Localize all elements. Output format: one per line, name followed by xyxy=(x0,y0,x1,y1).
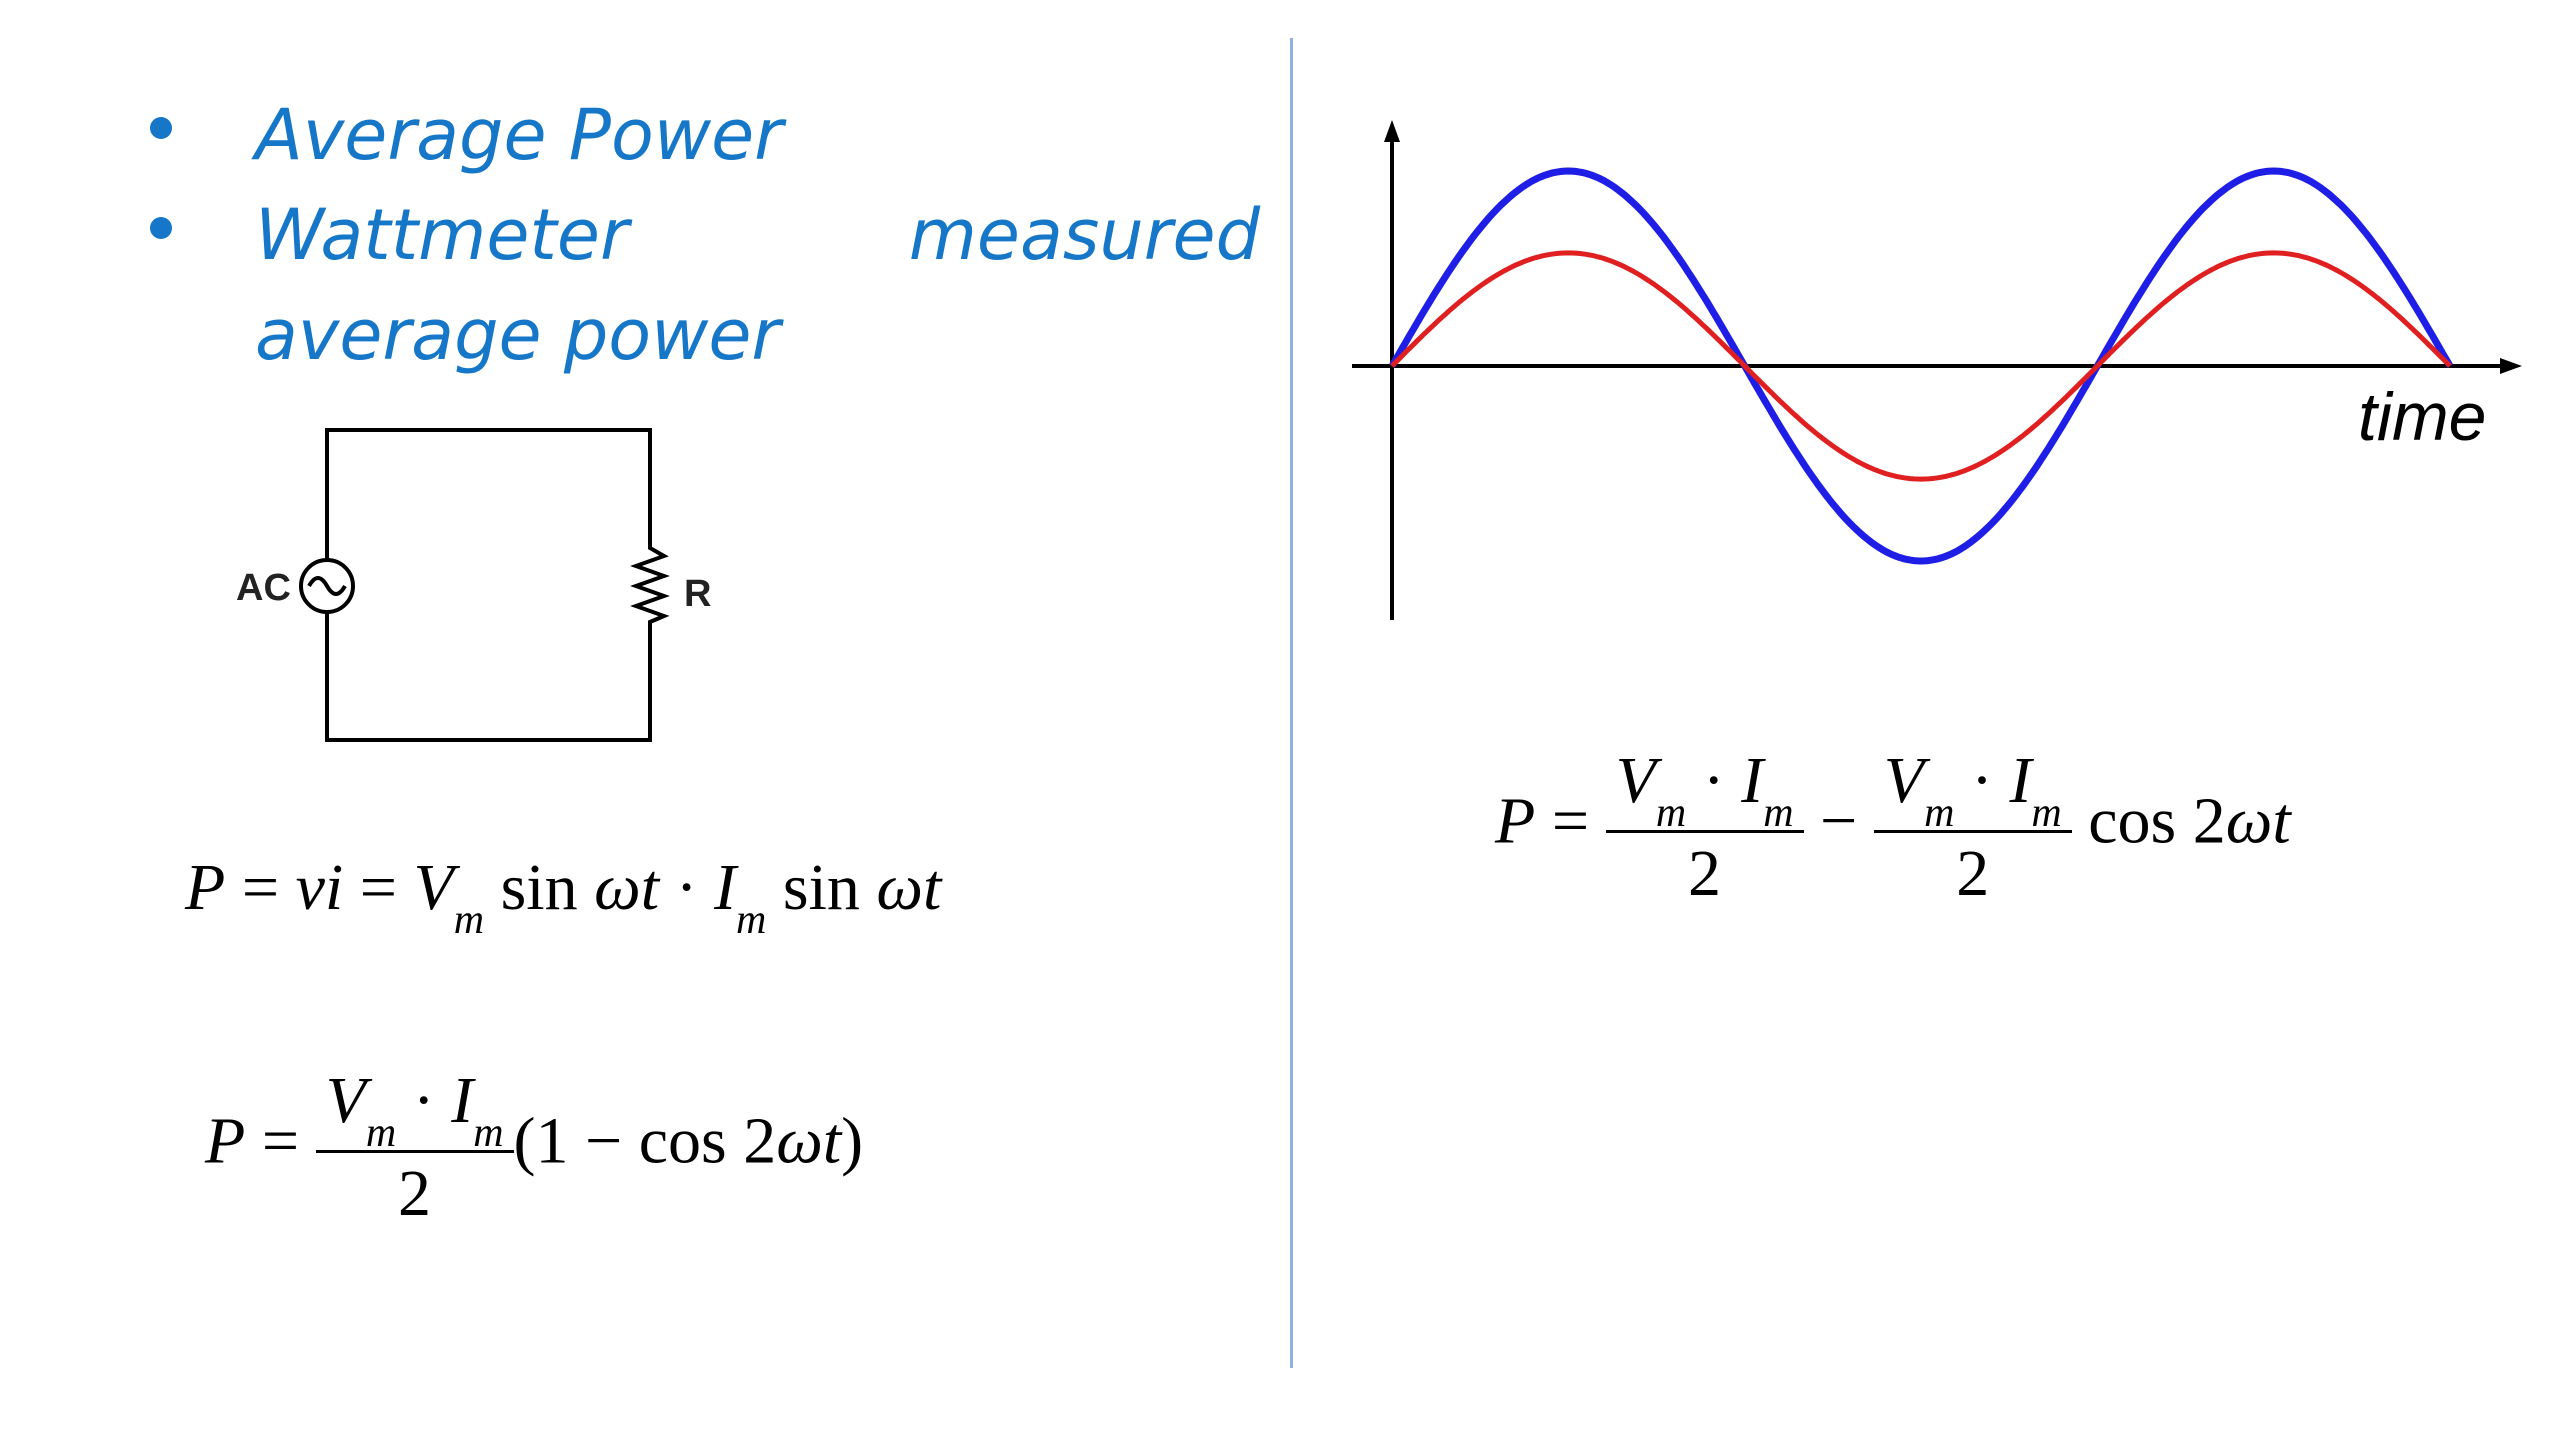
x-axis-label: time xyxy=(2358,379,2486,455)
eq-symbol: I xyxy=(714,851,737,924)
eq-operator: = xyxy=(245,1104,316,1178)
bullet-text-continued: average power xyxy=(255,294,781,376)
bullet-dot xyxy=(150,217,172,239)
current-wave xyxy=(1390,250,2452,482)
resistor-icon xyxy=(630,540,670,630)
circuit-diagram xyxy=(299,428,670,742)
bullet-text: Wattmeter xyxy=(255,194,629,276)
eq-subscript: m xyxy=(2031,790,2062,836)
eq-symbol: v xyxy=(295,851,325,924)
eq-symbol: i xyxy=(324,851,344,924)
y-axis-arrow-icon xyxy=(1384,120,1400,142)
eq-symbol: V xyxy=(325,1064,366,1137)
bullet-dot xyxy=(150,117,172,139)
eq-subscript: m xyxy=(1763,790,1794,836)
eq-operator: · xyxy=(1686,744,1742,817)
bullet-list: Average Power Wattmeter measured average… xyxy=(150,85,1260,376)
bullet-text-right: measured xyxy=(908,194,1260,276)
eq-subscript: m xyxy=(473,1110,504,1156)
eq-subscript: m xyxy=(736,897,767,943)
eq-denominator: 2 xyxy=(1688,837,1722,910)
ac-wave-glyph xyxy=(307,576,347,596)
eq-function: sin xyxy=(766,851,877,924)
eq-operator: · xyxy=(659,851,715,924)
ac-source-label: AC xyxy=(236,567,291,609)
eq-subscript: m xyxy=(365,1110,397,1156)
eq-symbol: V xyxy=(1883,744,1925,817)
eq-denominator: 2 xyxy=(1956,837,1990,910)
eq-symbol: P xyxy=(1495,784,1536,858)
eq-operator: = xyxy=(1535,784,1606,858)
eq-symbol: I xyxy=(451,1064,474,1137)
eq-symbol: ωt xyxy=(876,851,942,924)
eq-symbol: V xyxy=(1615,744,1656,817)
eq-subscript: m xyxy=(453,897,485,943)
eq-symbol: I xyxy=(1741,744,1764,817)
eq-symbol: P xyxy=(205,1104,246,1178)
eq-text: ) xyxy=(841,1104,864,1178)
eq-operator: · xyxy=(396,1064,452,1137)
eq-operator: = xyxy=(225,851,296,924)
x-axis-arrow-icon xyxy=(2500,358,2522,374)
circuit-wire xyxy=(325,612,652,742)
eq-symbol: ωt xyxy=(2225,784,2291,858)
eq-numerator: Vm · Im xyxy=(315,1060,514,1156)
bullet-item-average-power: Average Power xyxy=(150,85,1260,185)
eq-symbol: ωt xyxy=(776,1104,842,1178)
eq-numerator: Vm · Im xyxy=(1873,740,2072,836)
circuit-wire xyxy=(325,428,652,560)
eq-operator: − xyxy=(1803,784,1874,858)
eq-numerator: Vm · Im xyxy=(1605,740,1804,836)
eq-symbol: P xyxy=(185,851,226,924)
eq-subscript: m xyxy=(1924,790,1955,836)
bullet-item-wattmeter: Wattmeter measured xyxy=(150,185,1260,285)
eq-subscript: m xyxy=(1655,790,1687,836)
bullet-text: Average Power xyxy=(255,94,783,176)
equation-instantaneous-power: P = vi = Vm sin ωt · Im sin ωt xyxy=(185,850,942,943)
eq-operator: · xyxy=(1954,744,2010,817)
voltage-wave xyxy=(1388,167,2454,565)
eq-operator: = xyxy=(343,851,414,924)
eq-function: cos 2 xyxy=(2071,784,2226,858)
eq-symbol: I xyxy=(2009,744,2032,817)
column-divider xyxy=(1290,38,1293,1368)
waveform-plot: time xyxy=(1352,120,2522,620)
ac-source-icon xyxy=(299,558,355,614)
eq-symbol: ωt xyxy=(594,851,660,924)
resistor-label: R xyxy=(684,573,711,615)
eq-text: (1 − cos 2 xyxy=(513,1104,777,1178)
eq-denominator: 2 xyxy=(398,1157,432,1230)
eq-function: sin xyxy=(484,851,595,924)
eq-symbol: V xyxy=(413,851,454,924)
